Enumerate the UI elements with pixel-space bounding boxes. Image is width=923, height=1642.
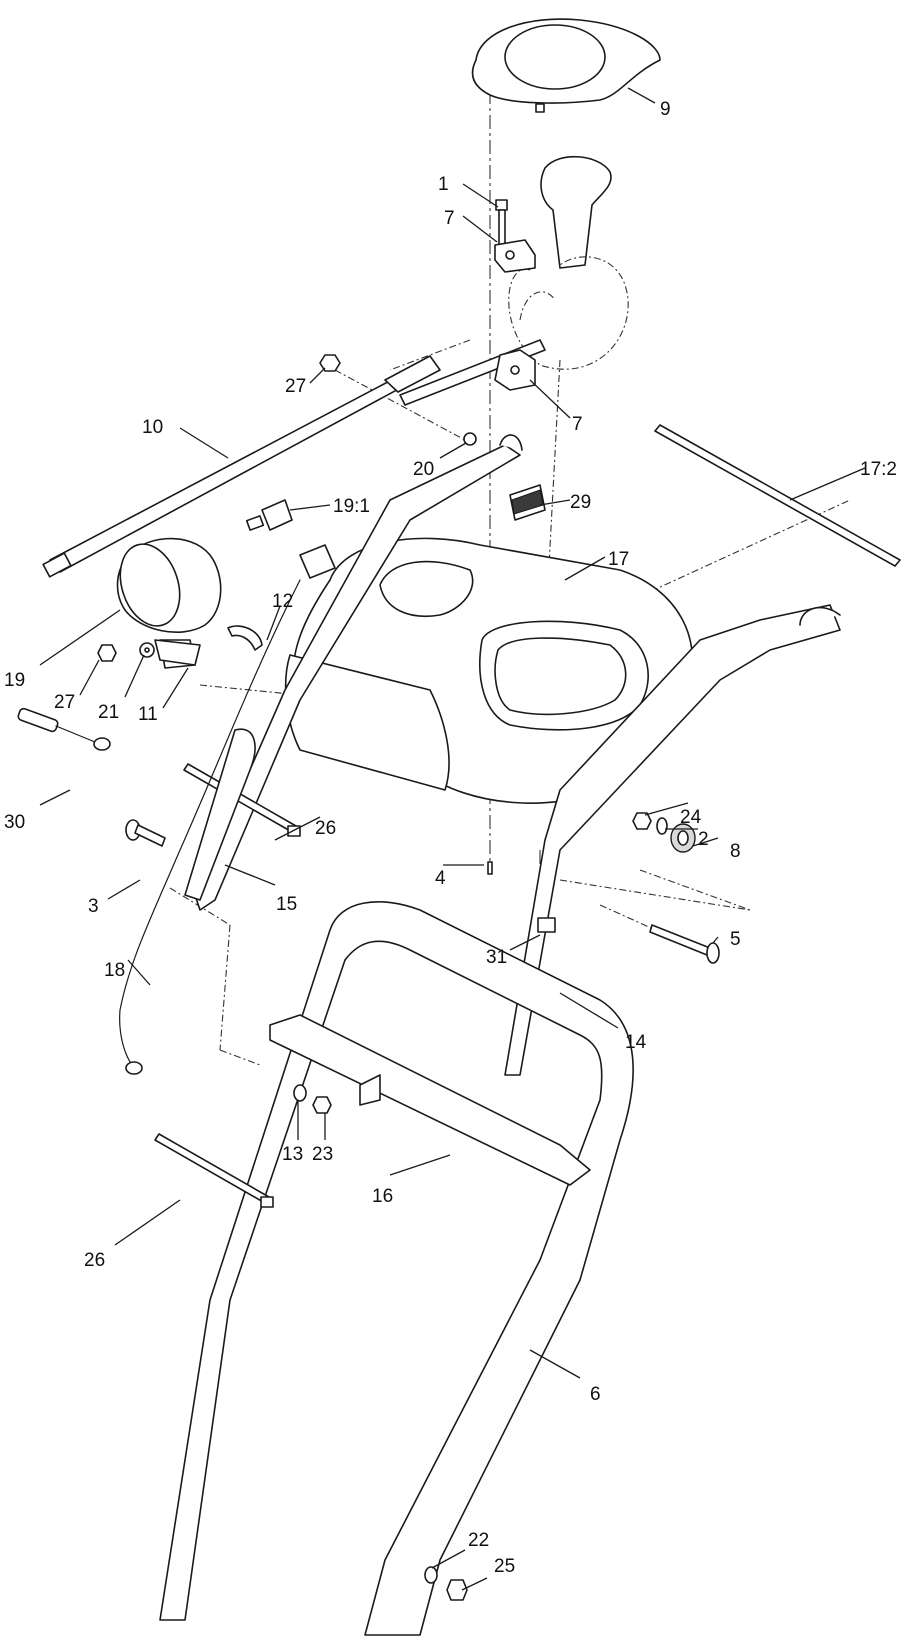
callout-26-upper: 26 [315, 818, 336, 839]
bolt-3 [125, 819, 166, 847]
leader-lines [39, 87, 866, 1591]
callout-17: 17 [608, 549, 629, 570]
cable-tie-lower [154, 1133, 274, 1208]
callout-5: 5 [730, 929, 741, 950]
handle-grip [269, 1014, 591, 1186]
callout-16: 16 [372, 1186, 393, 1207]
callout-13: 13 [282, 1144, 303, 1165]
callout-19: 19 [4, 670, 25, 691]
callout-26-lower: 26 [84, 1250, 105, 1271]
ground-cable [17, 707, 111, 751]
screw-4 [487, 861, 493, 875]
callout-31: 31 [486, 947, 507, 968]
pin-20 [463, 432, 477, 446]
callout-27-upper: 27 [285, 376, 306, 397]
callout-30: 30 [4, 812, 25, 833]
callout-19-1: 19:1 [333, 496, 370, 517]
washer-22 [424, 1566, 438, 1584]
nut-23 [312, 1096, 332, 1114]
callout-18: 18 [104, 960, 125, 981]
callout-23: 23 [312, 1144, 333, 1165]
light-bulb [245, 499, 293, 531]
shift-rod [399, 339, 546, 406]
callout-21: 21 [98, 702, 119, 723]
nut-27-lower [97, 644, 117, 662]
callout-22: 22 [468, 1530, 489, 1551]
callout-12: 12 [272, 591, 293, 612]
bracket-11 [154, 639, 201, 666]
callout-8: 8 [730, 841, 741, 862]
callout-20: 20 [413, 459, 434, 480]
callout-3: 3 [88, 896, 99, 917]
knob-8 [670, 823, 696, 853]
clamp-bracket-upper [494, 239, 536, 273]
washer-21 [139, 642, 155, 658]
callout-2: 2 [698, 829, 709, 850]
handle-bracket [184, 728, 256, 901]
upper-handle-right [504, 604, 841, 1076]
callout-14: 14 [625, 1032, 647, 1053]
nut-27-upper [319, 354, 341, 372]
callout-7-upper: 7 [444, 208, 455, 229]
chute-rod [42, 355, 441, 578]
callout-24: 24 [680, 807, 702, 828]
callout-25: 25 [494, 1556, 515, 1577]
bolt-25 [446, 1579, 468, 1601]
lower-handle [159, 901, 634, 1636]
callout-17-2: 17:2 [860, 459, 897, 480]
callout-1: 1 [438, 174, 449, 195]
bolt-5 [649, 924, 720, 964]
callout-9: 9 [660, 99, 671, 120]
callout-15: 15 [276, 894, 297, 915]
nut-24 [632, 812, 652, 830]
clip-31 [537, 917, 556, 933]
washer-2 [656, 817, 668, 835]
shroud-cap [471, 18, 661, 113]
harness-connector [299, 544, 336, 579]
callout-27-lower: 27 [54, 692, 75, 713]
wire-harness [119, 579, 301, 1075]
hose-clip [227, 625, 263, 651]
rocker-switch [509, 484, 546, 521]
callout-7-lower: 7 [572, 414, 583, 435]
callout-11: 11 [138, 704, 158, 725]
headlight [116, 537, 222, 669]
callout-labels: 9 1 7 27 7 10 20 17:2 19:1 29 17 12 19 2… [4, 99, 897, 1577]
washer-13 [293, 1084, 307, 1102]
callout-29: 29 [570, 492, 591, 513]
joystick-knob [508, 155, 629, 370]
gasket-strip [654, 424, 901, 567]
callout-6: 6 [590, 1384, 601, 1405]
callout-10: 10 [142, 417, 163, 438]
callout-4: 4 [435, 868, 446, 889]
